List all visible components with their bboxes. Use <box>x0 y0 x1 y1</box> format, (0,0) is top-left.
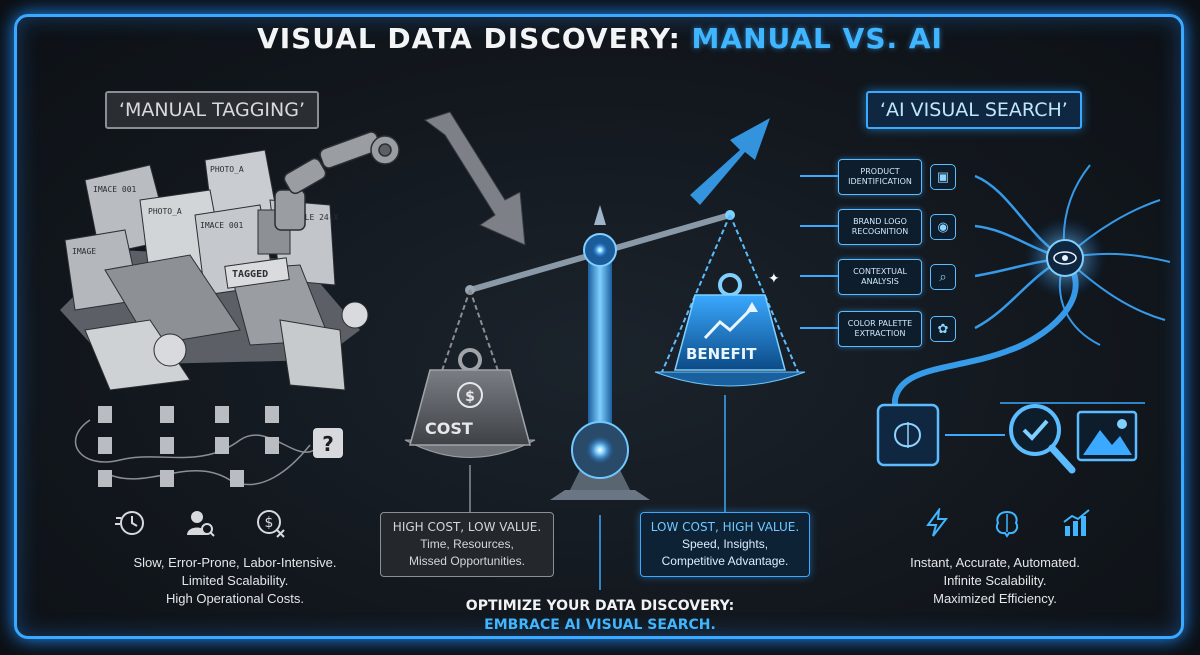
cta-line-1: OPTIMIZE YOUR DATA DISCOVERY: <box>465 598 735 614</box>
benefit-weight: ✦ <box>674 270 786 371</box>
cost-cancel-icon: $ <box>257 510 285 538</box>
neural-network <box>892 164 1171 420</box>
balance-scale <box>404 205 806 500</box>
manual-summary-line: Limited Scalability. <box>181 573 289 588</box>
svg-text:?: ? <box>322 432 334 456</box>
manual-summary-line: Slow, Error-Prone, Labor-Intensive. <box>133 555 337 570</box>
ai-icon-row <box>922 508 1092 538</box>
palette-icon: ✿ <box>930 316 956 342</box>
svg-text:✦: ✦ <box>768 270 780 286</box>
box-icon: ▣ <box>930 164 956 190</box>
cost-box-line: Missed Opportunities. <box>408 554 526 568</box>
workflow-blocks <box>98 406 279 487</box>
benefit-label: BENEFIT <box>686 345 757 363</box>
eye-icon: ◉ <box>930 214 956 240</box>
cta-line-2: EMBRACE AI VISUAL SEARCH. <box>484 617 716 633</box>
magnifier-check <box>1009 404 1076 474</box>
user-search-icon <box>187 511 215 537</box>
feature-contextual-analysis: CONTEXTUAL ANALYSIS <box>838 259 922 295</box>
ai-chip <box>876 403 940 467</box>
svg-text:FILE 24-X: FILE 24-X <box>295 213 339 222</box>
svg-text:$: $ <box>465 389 475 405</box>
feature-brand-logo-recognition: BRAND LOGO RECOGNITION <box>838 209 922 245</box>
eye-node <box>1046 239 1084 277</box>
doc-labels: IMACE 001 PHOTO_A PHOTO_A IMACE 001 IMAG… <box>72 165 339 280</box>
magnifier-icon: ⌕ <box>930 264 956 290</box>
gray-arrow <box>423 111 526 246</box>
ai-summary: Instant, Accurate, Automated. Infinite S… <box>870 554 1120 608</box>
svg-text:PHOTO_A: PHOTO_A <box>148 207 182 216</box>
workflow-nodes <box>74 419 321 486</box>
page-title: VISUAL DATA DISCOVERY: MANUAL VS. AI <box>0 22 1200 55</box>
feature-product-identification: PRODUCT IDENTIFICATION <box>838 159 922 195</box>
manual-summary: Slow, Error-Prone, Labor-Intensive. Limi… <box>100 554 370 608</box>
ai-summary-line: Instant, Accurate, Automated. <box>910 555 1080 570</box>
svg-text:$: $ <box>265 515 274 531</box>
ai-summary-line: Maximized Efficiency. <box>933 591 1057 606</box>
robotic-arm <box>274 131 400 231</box>
title-part-ai: MANUAL VS. AI <box>691 22 943 55</box>
cost-description-box: HIGH COST, LOW VALUE. Time, Resources, M… <box>380 512 554 577</box>
manual-tagging-tag: ‘MANUAL TAGGING’ <box>105 91 319 129</box>
cost-weight: $ <box>409 348 531 446</box>
brain-icon <box>995 510 1019 538</box>
title-part-manual: VISUAL DATA DISCOVERY: <box>257 22 692 55</box>
feature-color-palette-extraction: COLOR PALETTE EXTRACTION <box>838 311 922 347</box>
blue-arrow <box>690 118 770 205</box>
question-icon: ? <box>313 428 343 458</box>
cost-box-line: Time, Resources, <box>420 537 514 551</box>
input-lines <box>800 175 838 329</box>
svg-text:IMAGE: IMAGE <box>72 247 96 256</box>
clock-icon <box>115 511 144 535</box>
svg-text:PHOTO_A: PHOTO_A <box>210 165 244 174</box>
manual-icon-row: $ <box>115 508 285 538</box>
manual-summary-line: High Operational Costs. <box>165 591 304 606</box>
growth-chart-icon <box>1063 509 1090 536</box>
svg-text:TAGGED: TAGGED <box>232 269 268 280</box>
lightning-icon <box>926 508 949 537</box>
benefit-box-heading: LOW COST, HIGH VALUE. <box>650 520 800 534</box>
ai-summary-line: Infinite Scalability. <box>943 573 1047 588</box>
image-thumbnail <box>1076 410 1138 462</box>
benefit-box-line: Competitive Advantage. <box>661 554 789 568</box>
svg-text:IMACE 001: IMACE 001 <box>200 221 244 230</box>
cost-label: COST <box>425 419 473 438</box>
svg-text:IMACE 001: IMACE 001 <box>93 185 137 194</box>
cost-box-heading: HIGH COST, LOW VALUE. <box>392 520 542 534</box>
benefit-box-line: Speed, Insights, <box>681 537 769 551</box>
benefit-description-box: LOW COST, HIGH VALUE. Speed, Insights, C… <box>640 512 810 577</box>
ai-visual-search-tag: ‘AI VISUAL SEARCH’ <box>866 91 1082 129</box>
